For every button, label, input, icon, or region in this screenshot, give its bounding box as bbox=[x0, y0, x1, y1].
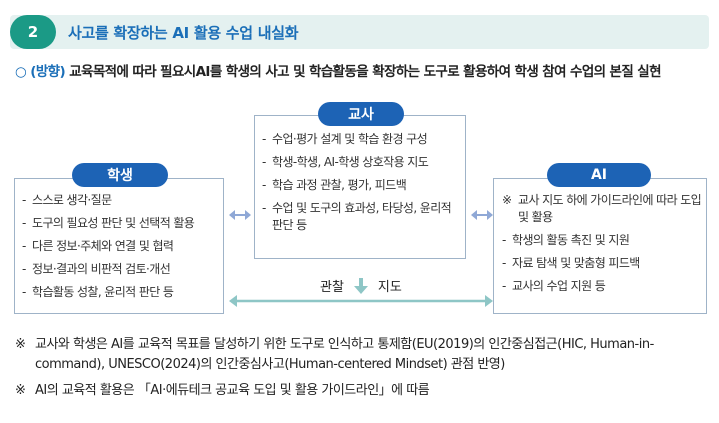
section-header-bar bbox=[10, 15, 709, 49]
ai-items: 교사 지도 하에 가이드라인에 따라 도입 및 활용 학생의 활동 촉진 및 지… bbox=[502, 192, 702, 301]
list-item: 스스로 생각·질문 bbox=[22, 192, 222, 209]
teacher-items: 수업·평가 설계 및 학습 환경 구성 학생-학생, AI-학생 상호작용 지도… bbox=[262, 131, 462, 240]
footnotes: ※ 교사와 학생은 AI를 교육적 목표를 달성하기 위한 도구로 인식하고 통… bbox=[15, 335, 715, 407]
list-item: 수업 및 도구의 효과성, 타당성, 윤리적 판단 등 bbox=[262, 200, 462, 234]
footnote-text: 교사와 학생은 AI를 교육적 목표를 달성하기 위한 도구로 인식하고 통제함… bbox=[35, 337, 654, 372]
student-label: 학생 bbox=[72, 163, 168, 187]
down-arrow-icon bbox=[353, 277, 368, 294]
list-item: 정보·결과의 비판적 검토·개선 bbox=[22, 261, 222, 278]
teacher-label: 교사 bbox=[318, 102, 404, 126]
list-item: 도구의 필요성 판단 및 선택적 활용 bbox=[22, 215, 222, 232]
list-item: 학생-학생, AI-학생 상호작용 지도 bbox=[262, 154, 462, 171]
ai-label: AI bbox=[547, 163, 651, 187]
list-item: 학습활동 성찰, 윤리적 판단 등 bbox=[22, 284, 222, 301]
list-item: 학습 과정 관찰, 평가, 피드백 bbox=[262, 177, 462, 194]
long-double-arrow-icon bbox=[229, 295, 493, 307]
circle-bullet-icon: ○ bbox=[15, 64, 27, 80]
list-item: 수업·평가 설계 및 학습 환경 구성 bbox=[262, 131, 462, 148]
double-arrow-icon bbox=[471, 210, 493, 220]
student-items: 스스로 생각·질문 도구의 필요성 판단 및 선택적 활용 다른 정보·주체와 … bbox=[22, 192, 222, 307]
relation-label: 관찰 지도 bbox=[320, 276, 402, 295]
section-title: 사고를 확장하는 AI 활용 수업 내실화 bbox=[68, 24, 299, 42]
policy-statement: ○ (방향) 교육목적에 따라 필요시AI를 학생의 사고 및 학습활동을 확장… bbox=[15, 62, 710, 82]
policy-text: 교육목적에 따라 필요시AI를 학생의 사고 및 학습활동을 확장하는 도구로 … bbox=[69, 64, 661, 80]
note-mark-icon: ※ bbox=[15, 383, 26, 398]
list-item: 교사의 수업 지원 등 bbox=[502, 278, 702, 295]
relation-left: 관찰 bbox=[320, 280, 344, 295]
footnote: ※ 교사와 학생은 AI를 교육적 목표를 달성하기 위한 도구로 인식하고 통… bbox=[15, 335, 715, 375]
relation-right: 지도 bbox=[377, 280, 402, 295]
list-item: 다른 정보·주체와 연결 및 협력 bbox=[22, 238, 222, 255]
footnote-text: AI의 교육적 활용은 「AI·에듀테크 공교육 도입 및 활용 가이드라인」에… bbox=[35, 383, 430, 398]
section-number-badge: 2 bbox=[10, 15, 56, 49]
list-item: 학생의 활동 촉진 및 지원 bbox=[502, 232, 702, 249]
policy-tag: (방향) bbox=[30, 64, 66, 80]
footnote: ※ AI의 교육적 활용은 「AI·에듀테크 공교육 도입 및 활용 가이드라인… bbox=[15, 381, 715, 401]
note-mark-icon: ※ bbox=[15, 337, 26, 352]
ai-note: 교사 지도 하에 가이드라인에 따라 도입 및 활용 bbox=[502, 192, 702, 226]
list-item: 자료 탐색 및 맞춤형 피드백 bbox=[502, 255, 702, 272]
double-arrow-icon bbox=[229, 210, 251, 220]
